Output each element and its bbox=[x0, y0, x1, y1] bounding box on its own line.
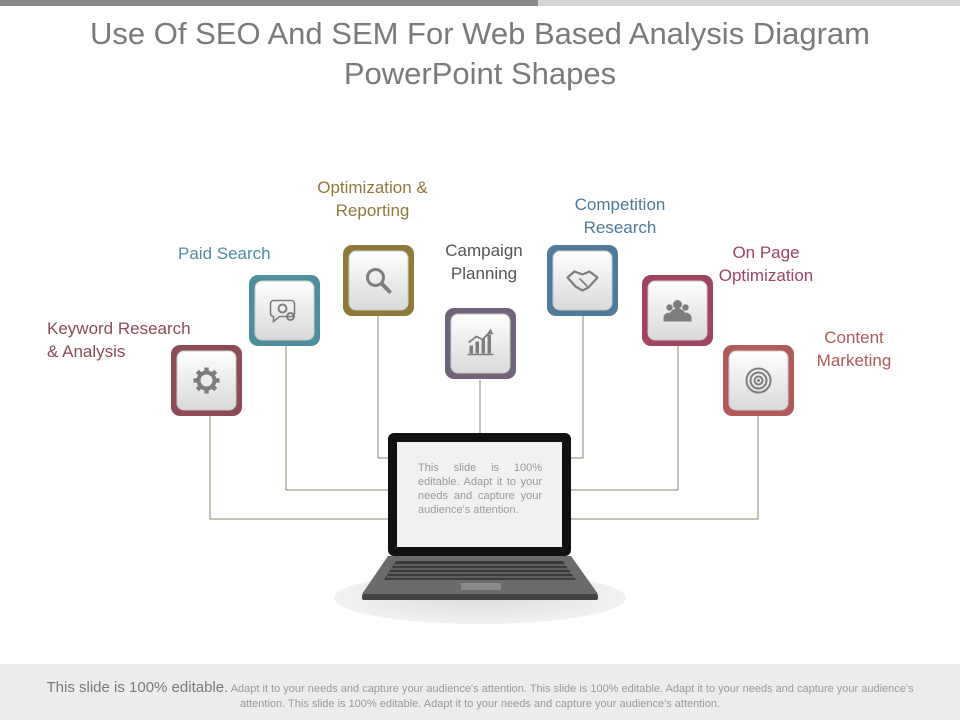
laptop-screen bbox=[397, 442, 562, 547]
laptop-keyboard bbox=[384, 561, 576, 580]
icon-tile-target bbox=[723, 345, 794, 416]
connector-competition bbox=[568, 316, 584, 459]
label-on-page-optimization: On Page Optimization bbox=[718, 243, 814, 285]
top-accent-bar-dark bbox=[0, 0, 538, 6]
target-icon bbox=[745, 367, 772, 394]
icon-tile-magnifier bbox=[343, 245, 414, 316]
connector-paid bbox=[285, 346, 392, 491]
footer-body: Adapt it to your needs and capture your … bbox=[228, 683, 914, 710]
magnifier-icon bbox=[366, 268, 392, 294]
connector-optimization bbox=[377, 316, 392, 459]
label-keyword-research: Keyword Research & Analysis bbox=[47, 319, 191, 361]
growth-chart-icon bbox=[467, 328, 494, 356]
laptop-front-edge bbox=[362, 594, 598, 600]
laptop-screen-text: This slide is 100% editable. Adapt it to… bbox=[418, 462, 542, 516]
label-campaign-planning: Campaign Planning bbox=[445, 241, 523, 283]
laptop-trackpad bbox=[461, 583, 501, 590]
footer: This slide is 100% editable. Adapt it to… bbox=[0, 664, 960, 720]
footer-text: This slide is 100% editable. Adapt it to… bbox=[0, 664, 960, 712]
gears-chat-icon bbox=[269, 299, 296, 324]
label-competition-research: Competition Research bbox=[574, 195, 666, 237]
label-content-marketing: Content Marketing bbox=[816, 328, 892, 370]
connector-onpage bbox=[568, 346, 679, 491]
laptop-keys bbox=[387, 564, 574, 578]
icon-tile-gear bbox=[171, 345, 242, 416]
icon-tile-gears-chat bbox=[249, 275, 320, 346]
icon-tile-growth-chart bbox=[445, 308, 516, 379]
footer-lead: This slide is 100% editable. bbox=[46, 679, 229, 696]
icon-tile-handshake bbox=[547, 245, 618, 316]
connector-lines bbox=[209, 316, 759, 520]
slide-title: Use Of SEO And SEM For Web Based Analysi… bbox=[90, 16, 870, 91]
label-paid-search: Paid Search bbox=[178, 244, 271, 263]
handshake-icon bbox=[566, 270, 599, 292]
top-accent-bar bbox=[0, 0, 960, 6]
laptop bbox=[334, 433, 626, 624]
gear-icon bbox=[193, 367, 220, 394]
connector-content bbox=[568, 416, 759, 520]
top-accent-bar-light bbox=[538, 0, 960, 6]
connector-keyword bbox=[209, 415, 392, 520]
people-icon bbox=[663, 300, 692, 322]
icon-tile-people bbox=[642, 275, 713, 346]
label-optimization-reporting: Optimization & Reporting bbox=[317, 178, 428, 220]
